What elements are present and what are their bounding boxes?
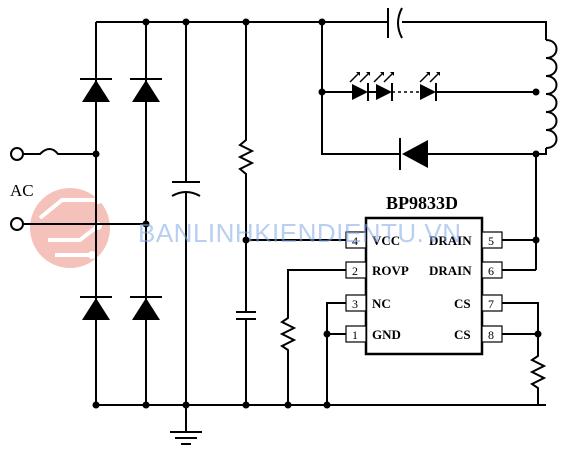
svg-text:8: 8 — [488, 328, 494, 342]
ground-symbol — [170, 405, 202, 445]
svg-text:NC: NC — [372, 296, 391, 311]
freewheel-diode — [399, 138, 546, 170]
pin-nc: 3 NC — [345, 294, 391, 312]
chip-name: BP9833D — [386, 193, 458, 213]
pin-drain-5: 5 DRAIN — [429, 231, 503, 249]
pin-cs-8: 8 CS — [454, 325, 503, 343]
svg-text:6: 6 — [488, 264, 494, 278]
junction-dots — [92, 18, 150, 409]
ac-input-bottom — [10, 217, 150, 231]
nc-wire — [326, 302, 346, 405]
svg-text:CS: CS — [454, 296, 471, 311]
svg-text:7: 7 — [488, 297, 494, 311]
svg-text:ROVP: ROVP — [372, 263, 409, 278]
svg-text:4: 4 — [352, 234, 358, 248]
bridge-diode-4 — [130, 296, 162, 320]
led-loop — [318, 18, 540, 155]
led-light-arrows — [349, 72, 440, 83]
svg-text:5: 5 — [488, 234, 494, 248]
bridge-diode-2 — [130, 78, 162, 102]
pin-gnd: 1 GND — [345, 325, 401, 343]
ac-input-top — [10, 147, 100, 161]
bridge-diode-3 — [80, 296, 112, 320]
top-capacitor — [387, 7, 403, 39]
pin-cs-7: 7 CS — [454, 294, 503, 312]
watermark-logo — [30, 188, 110, 268]
svg-text:GND: GND — [372, 327, 401, 342]
svg-text:3: 3 — [352, 297, 358, 311]
svg-text:VCC: VCC — [372, 233, 400, 248]
svg-text:DRAIN: DRAIN — [429, 263, 472, 278]
bridge-diode-1 — [80, 78, 112, 102]
svg-text:CS: CS — [454, 327, 471, 342]
vcc-capacitor — [236, 240, 256, 409]
cs-wire-7 — [502, 302, 539, 334]
pin-vcc: 4 VCC — [345, 231, 400, 249]
led-string — [349, 72, 440, 101]
svg-text:1: 1 — [352, 328, 358, 342]
top-rail-right — [402, 21, 547, 40]
inductor — [535, 39, 558, 270]
ac-label: AC — [10, 181, 34, 200]
watermark-text: BANLINHKIENDIENTU.VN — [138, 218, 462, 248]
svg-text:DRAIN: DRAIN — [429, 233, 472, 248]
bulk-capacitor — [171, 18, 201, 409]
sense-resistor — [529, 334, 547, 406]
chip-body — [364, 216, 484, 356]
svg-text:2: 2 — [352, 264, 358, 278]
startup-resistor — [237, 18, 255, 240]
rovp-resistor — [279, 269, 346, 409]
pin-drain-6: 6 DRAIN — [429, 261, 503, 279]
pin-rovp: 2 ROVP — [345, 261, 409, 279]
